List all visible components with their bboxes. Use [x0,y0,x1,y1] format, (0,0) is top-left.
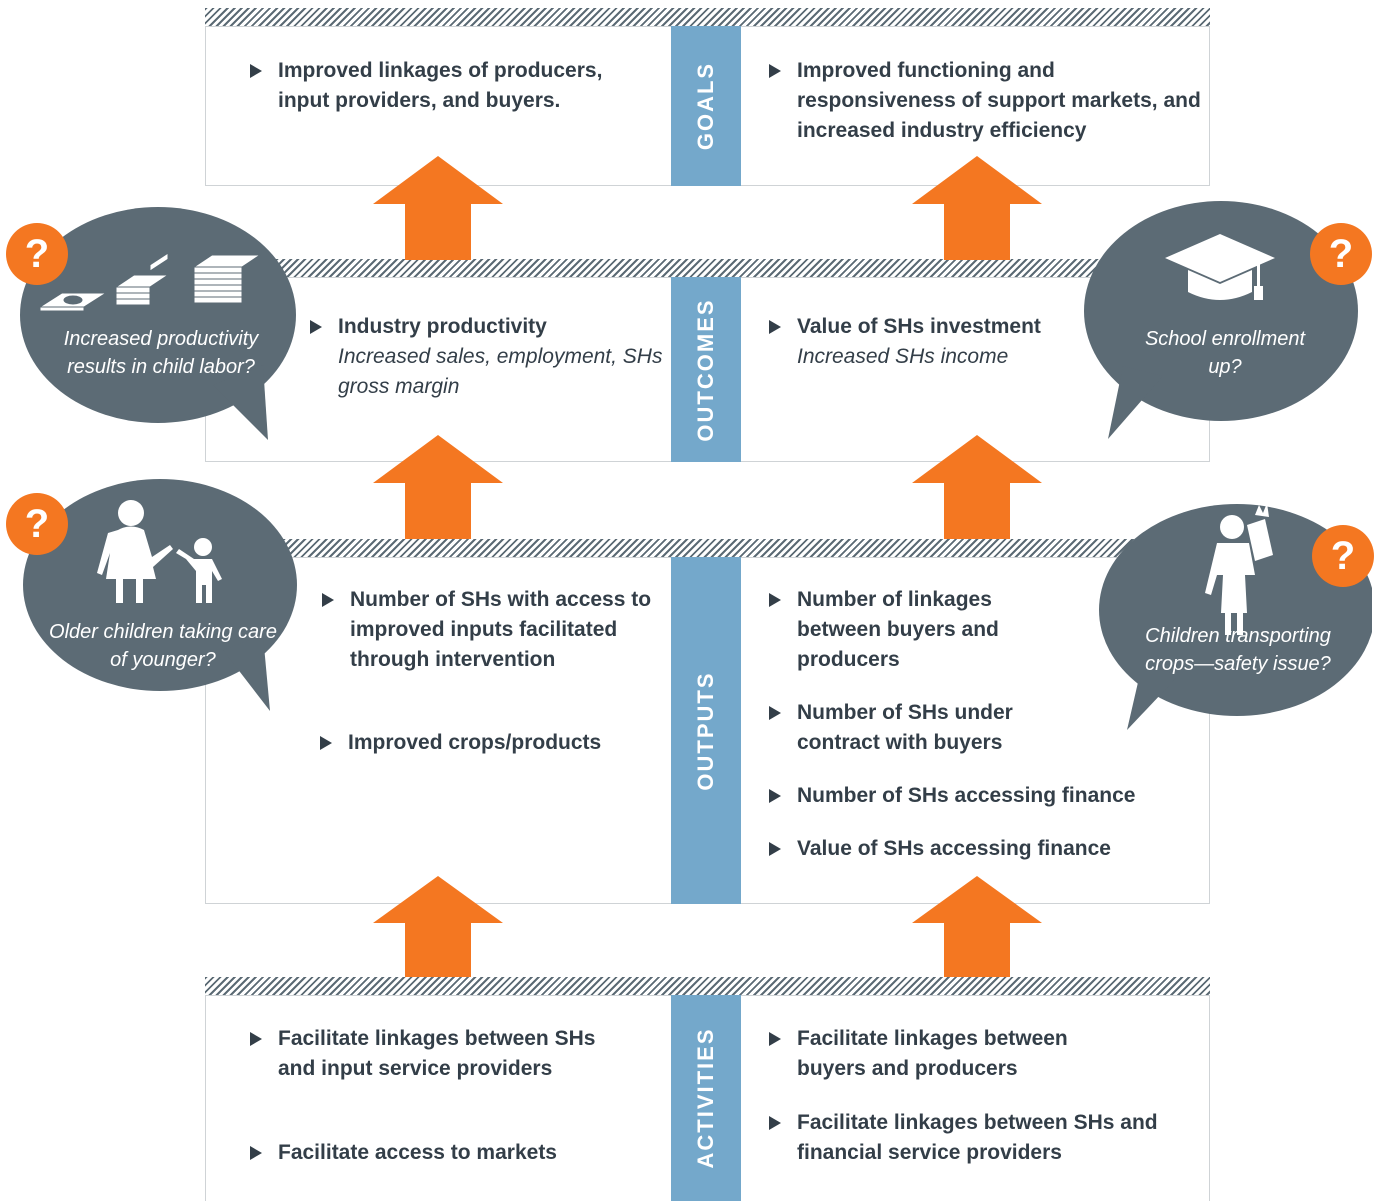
bullet-triangle-icon [769,842,781,856]
up-arrow-icon [373,156,503,260]
activities-label: ACTIVITIES [693,1027,718,1169]
activities-band: ACTIVITIES [671,995,741,1201]
bullet-triangle-icon [769,1032,781,1046]
up-arrow-icon [912,435,1042,539]
output-item-right-1: Number of linkages between buyers and pr… [769,585,1037,675]
question-badge: ? [6,493,68,555]
output-item-right-3: Number of SHs accessing finance [769,781,1197,811]
bullet-triangle-icon [769,1116,781,1130]
activities-hatch [205,977,1210,995]
activity-item-right-1: Facilitate linkages between buyers and p… [769,1024,1127,1084]
up-arrow-icon [373,435,503,539]
bubble-children-text: Older children taking care of younger? [49,621,277,671]
goals-label: GOALS [693,61,718,151]
goal-item-left: Improved linkages of producers, input pr… [250,56,653,116]
speech-bubble-money [20,207,296,440]
bubble-money-text: Increased productivity results in child … [63,328,259,378]
question-badge: ? [1312,525,1374,587]
goals-band: GOALS [671,26,741,186]
output-item-left-2: Improved crops/products [320,728,663,758]
outcomes-label: OUTCOMES [693,297,718,442]
bullet-triangle-icon [769,64,781,78]
bullet-triangle-icon [769,789,781,803]
outputs-label: OUTPUTS [693,670,718,791]
activity-item-right-2: Facilitate linkages between SHs and fina… [769,1108,1177,1168]
question-badge: ? [6,223,68,285]
outputs-hatch [205,539,1210,557]
child-carrying-crops-icon [1205,503,1273,635]
activity-item-left-1: Facilitate linkages between SHs and inpu… [250,1024,608,1084]
bubble-transport-text: Children transporting crops—safety issue… [1145,625,1331,675]
speech-bubble-children [23,479,297,711]
bullet-triangle-icon [250,64,262,78]
money-stack-icon [38,252,262,312]
bullet-triangle-icon [310,320,322,334]
bullet-triangle-icon [320,736,332,750]
activity-item-left-2: Facilitate access to markets [250,1138,638,1168]
outcome-item-right: Value of SHs investment Increased SHs in… [769,312,1097,372]
output-item-right-4: Value of SHs accessing finance [769,834,1197,864]
outcome-item-left: Industry productivity Increased sales, e… [310,312,668,402]
up-arrow-icon [912,876,1042,977]
bullet-triangle-icon [250,1146,262,1160]
goals-hatch [205,8,1210,26]
bubble-graduation-text: School enrollment up? [1144,328,1306,378]
bullet-triangle-icon [322,593,334,607]
outcomes-band: OUTCOMES [671,277,741,462]
graduation-cap-icon [1165,234,1275,300]
output-item-left-1: Number of SHs with access to improved in… [322,585,665,675]
up-arrow-icon [912,156,1042,260]
bullet-triangle-icon [769,320,781,334]
up-arrow-icon [373,876,503,977]
speech-bubble-graduation [1084,201,1358,439]
outputs-band: OUTPUTS [671,557,741,904]
bullet-triangle-icon [250,1032,262,1046]
children-icon [97,500,222,603]
speech-bubble-transport [1099,503,1372,730]
bullet-triangle-icon [769,706,781,720]
bullet-triangle-icon [769,593,781,607]
output-item-right-2: Number of SHs under contract with buyers [769,698,1067,758]
goal-item-right: Improved functioning and responsiveness … [769,56,1202,146]
question-badge: ? [1310,223,1372,285]
outcomes-hatch [205,259,1210,277]
